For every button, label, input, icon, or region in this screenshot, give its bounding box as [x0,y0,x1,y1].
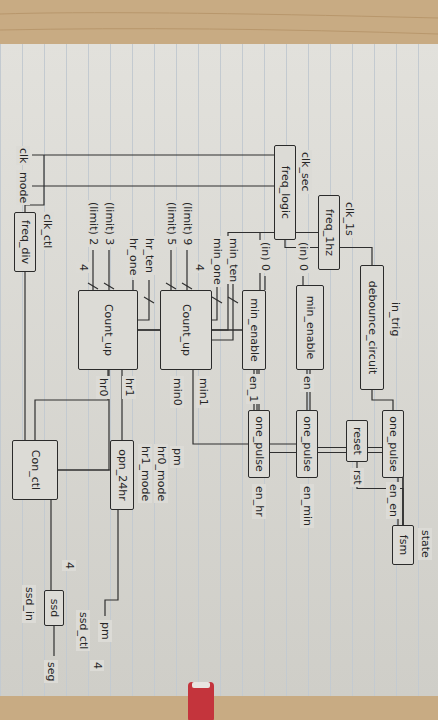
process-box: min_enable [296,285,324,370]
signal-label: 4 [62,560,76,571]
wire [53,626,54,656]
wire [92,250,93,290]
box-label: Count_up [101,304,115,356]
signal-label: clk_ctl [40,212,54,250]
signal-label: hr1 [122,376,136,399]
connector-layer [25,233,403,591]
wire [108,250,109,290]
signal-label: hr_ten [142,236,156,275]
signal-label: pm [170,446,184,468]
process-box: freq_div [14,212,36,272]
box-label: freq_logic [278,166,292,219]
signal-label: min1 [196,376,210,408]
bus-tick [88,283,192,289]
box-label: opn_24hr [115,449,129,501]
box-label: fsm [396,535,410,555]
box-label: one_pulse [386,416,400,471]
signal-label: rst [350,468,364,487]
signal-label: hr0_mode [154,444,168,503]
process-box: Count_up [160,290,212,370]
wire [32,154,274,155]
signal-label: seg [44,660,58,683]
signal-label: en_min [300,484,314,528]
pen-cap [192,682,210,688]
signal-label: en_hr [252,484,266,519]
process-box: reset [346,420,368,462]
process-box: Count_up [78,290,138,370]
signal-label: min_ten [226,236,240,284]
box-label: Con_ctl [28,450,42,490]
signal-label: (in) 0 [296,240,310,273]
signal-label: (limit) 2 [86,200,100,247]
signal-label: (limit) 3 [102,200,116,247]
process-box: freq_1hz [318,195,340,270]
process-box: ssd [44,590,64,626]
connector [310,370,403,525]
signal-label: clk_sec [298,150,312,194]
wire [264,276,265,290]
wire [170,250,171,290]
signal-label: en [300,374,314,392]
sketch-wires [25,155,303,656]
wire [302,276,303,285]
signal-label: ssd_ctl [76,610,90,651]
signal-label: hr_one [126,236,140,277]
box-label: reset [350,427,364,455]
connector [24,272,25,440]
process-box: one_pulse [248,410,270,478]
signal-label: in_trig [388,300,402,338]
wire [132,280,133,290]
box-label: ssd [47,599,61,617]
signal-label: clk [16,146,30,165]
wire [212,280,233,340]
wire [138,280,149,320]
paper [0,44,438,696]
signal-label: hr1_mode [138,444,152,503]
process-box: fsm [392,525,414,565]
box-label: min_enable [247,298,261,362]
wood-grain [0,13,438,34]
signal-label: mode [16,170,30,205]
process-box: opn_24hr [110,440,134,510]
signal-label: 4 [76,262,90,273]
signal-label: state [418,528,432,560]
process-box: one_pulse [296,410,318,478]
ruled-lines [0,44,438,696]
box-label: one_pulse [300,416,314,471]
process-box: debounce_circuit [360,265,384,390]
box-label: Count_up [179,304,193,356]
connector [372,390,393,410]
signal-label: (limit) 9 [180,200,194,247]
signal-label: (in) 0 [258,240,272,273]
process-box: one_pulse [382,410,404,478]
wire [186,250,187,290]
connector [254,370,403,525]
signal-label: hr0 [96,376,110,399]
signal-label: 4 [192,262,206,273]
signal-label: min_one [210,236,224,287]
connector [58,469,110,470]
wire [105,510,118,616]
connector [50,500,51,590]
signal-label: en_en [386,482,400,519]
box-label: one_pulse [252,416,266,471]
signal-label: en_1 [246,374,260,404]
signal-label: 4 [90,660,104,671]
box-label: debounce_circuit [365,281,379,375]
box-label: freq_1hz [322,209,336,256]
wire [32,185,274,186]
signal-label: (limit) 5 [164,200,178,247]
process-box: freq_logic [274,145,296,240]
signal-label: ssd_in [22,585,36,623]
box-label: min_enable [303,296,317,360]
process-box: min_enable [242,290,266,370]
signal-label: min0 [170,376,184,408]
box-label: freq_div [18,220,32,264]
signal-label: pm [98,620,112,642]
red-pen [188,682,214,720]
process-box: Con_ctl [12,440,58,500]
signal-label: clk_1s [342,200,356,238]
